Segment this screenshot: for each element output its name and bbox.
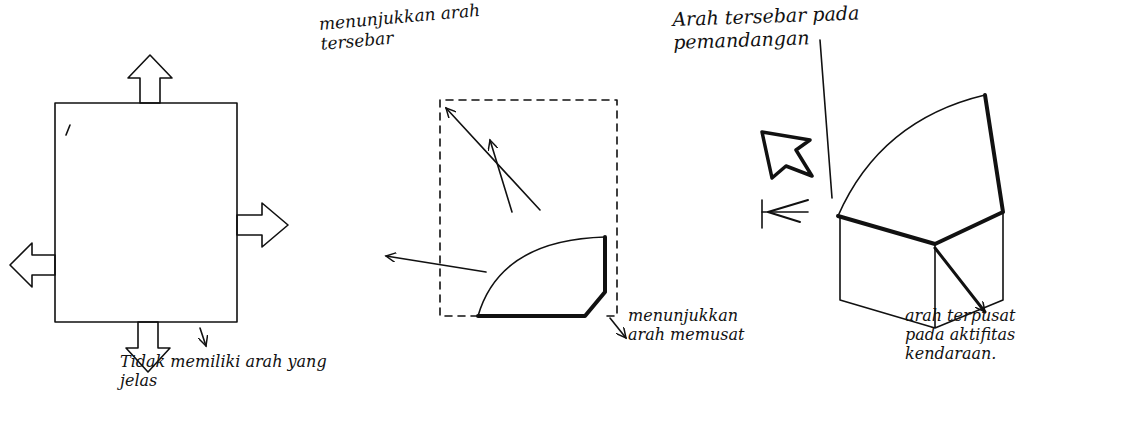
dashed-outline [440,100,617,316]
hollow-arrow [128,55,172,103]
quarter-shape-edge [478,237,605,316]
note-label: Tidak memiliki arah yang jelas [120,352,330,390]
block-edge [838,95,1003,244]
block-top [838,95,1003,216]
arrow [386,256,486,272]
hollow-arrow [237,203,288,247]
plain-square [55,103,237,322]
leader-line [200,328,206,346]
quarter-shape [478,237,605,316]
leader-line [610,318,626,338]
arrow [446,108,540,210]
note-label: menunjukkan arah memusat [628,306,778,344]
note-label: arah terpusat pada aktifitas kendaraan. [905,306,1045,364]
arrow [935,248,985,312]
leader-line [490,140,512,212]
leader-line [820,40,832,198]
hollow-arrow [10,243,55,287]
note-label: menunjukkan arah tersebar [318,0,561,55]
note-label: Arah tersebar pada pemandangan [672,0,973,54]
view-shape [762,132,812,178]
view-arrow [768,200,808,222]
